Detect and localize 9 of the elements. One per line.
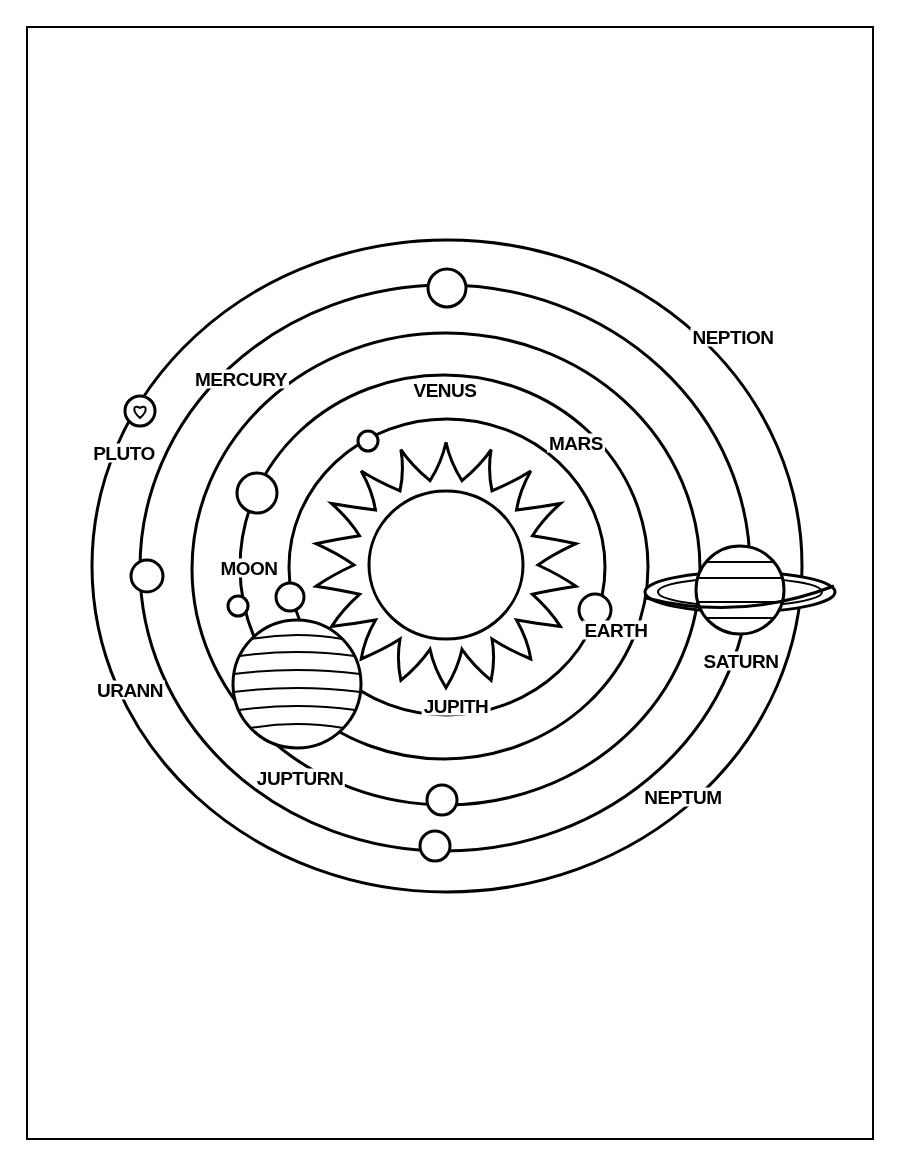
planet-label: JUPTURN: [254, 768, 346, 788]
planet-label: MERCURY: [193, 369, 289, 389]
planet-label: EARTH: [582, 620, 650, 640]
planet-label: MOON: [218, 558, 280, 578]
planet-label: NEPTUM: [642, 787, 724, 807]
planet-label: PLUTO: [91, 443, 157, 463]
planet-label: SATURN: [701, 651, 781, 671]
planet-label: NEPTION: [690, 327, 776, 347]
planet-label: MARS: [547, 433, 605, 453]
